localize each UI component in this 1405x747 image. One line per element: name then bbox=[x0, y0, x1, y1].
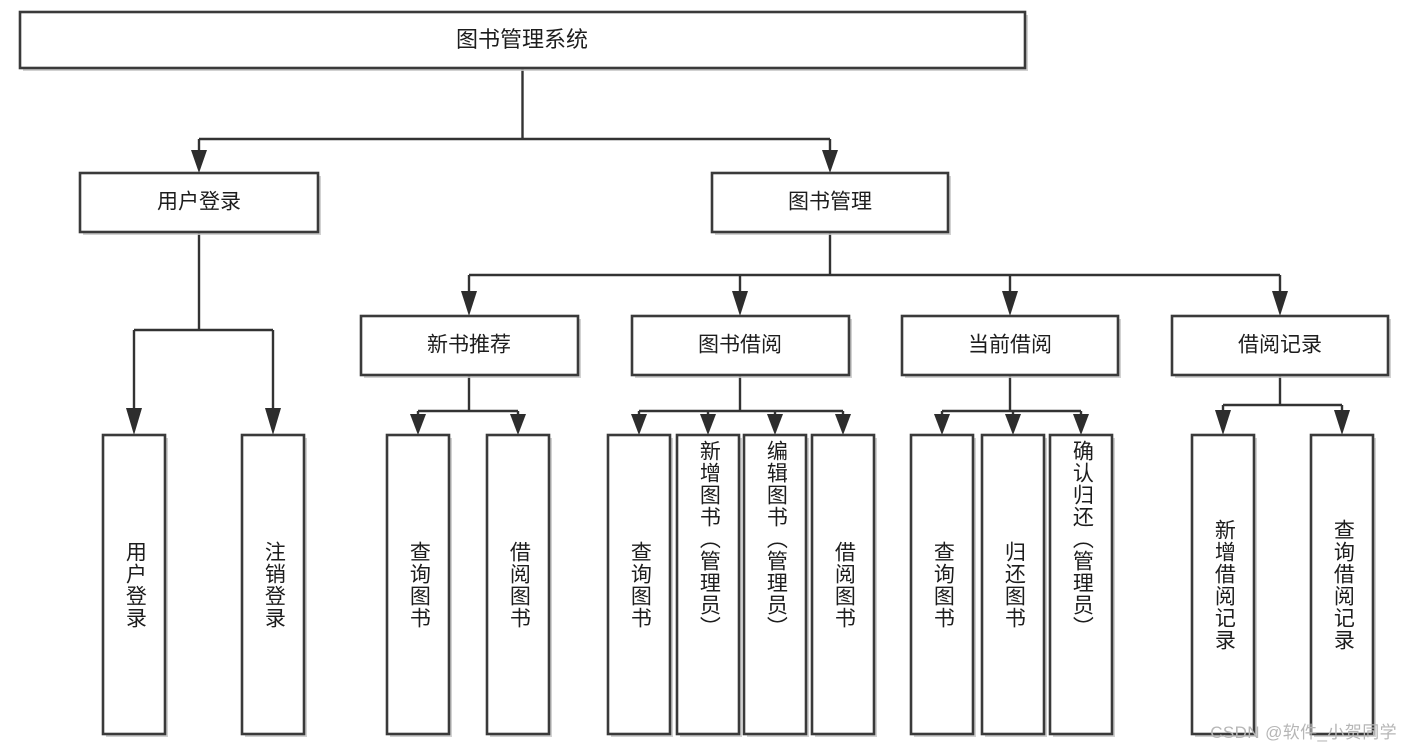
arrow-head-leaf-edit-book-admin bbox=[767, 414, 783, 435]
connector-layer bbox=[126, 68, 1350, 435]
arrow-head-new-book-recommend bbox=[461, 291, 477, 316]
arrow-head-leaf-add-borrow-record bbox=[1215, 410, 1231, 435]
node-user-login[interactable]: 用户登录 bbox=[78, 171, 321, 235]
arrow-head-borrow-record bbox=[1272, 291, 1288, 316]
new-book-recommend-box[interactable] bbox=[359, 314, 580, 377]
csdn-watermark: CSDN @软件_小贺同学 bbox=[1210, 723, 1397, 742]
book-borrow-box[interactable] bbox=[630, 314, 851, 377]
arrow-head-leaf-borrow-book-1 bbox=[510, 414, 526, 435]
arrow-head-leaf-query-book-3 bbox=[934, 414, 950, 435]
node-borrow-record[interactable]: 借阅记录 bbox=[1170, 314, 1391, 378]
leaf-borrow-book-2-box[interactable] bbox=[810, 433, 876, 736]
leaf-add-borrow-record-box[interactable] bbox=[1190, 433, 1256, 736]
arrow-head-leaf-query-book-2 bbox=[631, 414, 647, 435]
node-book-manage[interactable]: 图书管理 bbox=[710, 171, 951, 235]
arrow-head-leaf-user-login bbox=[126, 408, 142, 435]
leaf-user-login-box[interactable] bbox=[101, 433, 167, 736]
book-borrow-label: 图书借阅 bbox=[698, 334, 782, 357]
node-current-borrow[interactable]: 当前借阅 bbox=[900, 314, 1121, 378]
leaf-edit-book-admin-box[interactable] bbox=[742, 433, 808, 736]
arrow-head-leaf-confirm-return-admin bbox=[1073, 414, 1089, 435]
arrow-head-leaf-user-logout bbox=[265, 408, 281, 435]
arrow-head-user-login bbox=[191, 150, 207, 173]
root-label: 图书管理系统 bbox=[456, 27, 588, 52]
leaf-query-borrow-record-box[interactable] bbox=[1309, 433, 1375, 736]
borrow-record-label: 借阅记录 bbox=[1238, 334, 1322, 357]
node-book-borrow[interactable]: 图书借阅 bbox=[630, 314, 852, 378]
arrow-head-leaf-query-book-1 bbox=[410, 414, 426, 435]
current-borrow-box[interactable] bbox=[900, 314, 1120, 377]
arrow-head-leaf-query-borrow-record bbox=[1334, 410, 1350, 435]
book-manage-label: 图书管理 bbox=[788, 191, 872, 214]
arrow-head-book-borrow bbox=[732, 291, 748, 316]
leaf-box-layer bbox=[101, 433, 1376, 737]
leaf-query-book-1-box[interactable] bbox=[385, 433, 451, 736]
leaf-user-logout-box[interactable] bbox=[240, 433, 306, 736]
leaf-add-book-admin-box[interactable] bbox=[675, 433, 741, 736]
user-login-label: 用户登录 bbox=[157, 191, 241, 214]
arrow-head-current-borrow bbox=[1002, 291, 1018, 316]
current-borrow-label: 当前借阅 bbox=[968, 334, 1052, 357]
leaf-confirm-return-admin-box[interactable] bbox=[1048, 433, 1114, 736]
leaf-query-book-3-box[interactable] bbox=[909, 433, 975, 736]
arrow-head-leaf-add-book-admin bbox=[700, 414, 716, 435]
arrow-head-leaf-return-book bbox=[1005, 414, 1021, 435]
leaf-return-book-box[interactable] bbox=[980, 433, 1046, 736]
arrow-head-book-manage bbox=[822, 150, 838, 173]
new-book-recommend-label: 新书推荐 bbox=[427, 334, 511, 357]
book-manage-box[interactable] bbox=[710, 171, 950, 234]
borrow-record-box[interactable] bbox=[1170, 314, 1390, 377]
node-root[interactable]: 图书管理系统 bbox=[18, 10, 1028, 71]
leaf-borrow-book-1-box[interactable] bbox=[485, 433, 551, 736]
user-login-box[interactable] bbox=[78, 171, 320, 234]
node-new-book-recommend[interactable]: 新书推荐 bbox=[359, 314, 581, 378]
arrow-head-leaf-borrow-book-2 bbox=[835, 414, 851, 435]
root-box[interactable] bbox=[18, 10, 1027, 70]
leaf-query-book-2-box[interactable] bbox=[606, 433, 672, 736]
